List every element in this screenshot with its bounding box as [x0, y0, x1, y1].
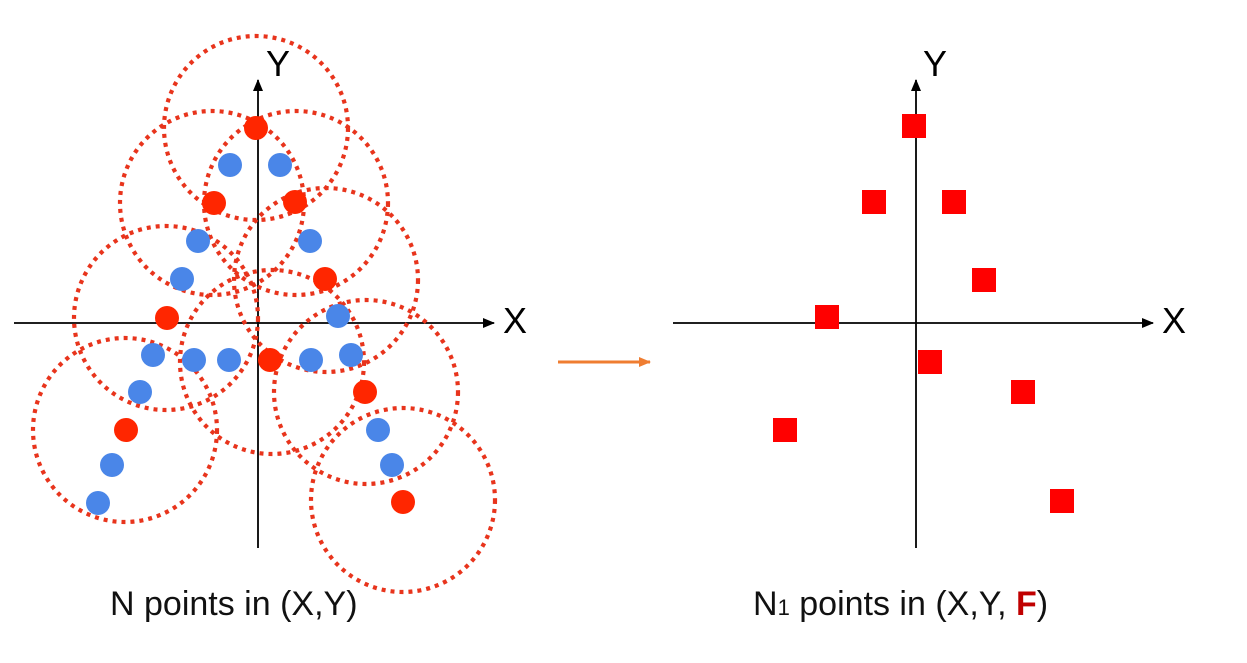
red-point-4: [202, 191, 226, 215]
right-caption: N1 points in (X,Y, F): [753, 585, 1048, 623]
sampled-square-3: [942, 190, 966, 214]
red-point-1: [244, 116, 268, 140]
sampled-square-1: [902, 114, 926, 138]
left-y-axis-label: Y: [266, 43, 290, 84]
neighborhood-circle-7: [271, 297, 461, 487]
blue-point-14: [217, 348, 241, 372]
red-point-25: [391, 490, 415, 514]
blue-point-17: [339, 343, 363, 367]
blue-point-3: [268, 153, 292, 177]
left-x-axis-label: X: [503, 300, 527, 341]
neighborhood-circle-4: [231, 185, 421, 375]
neighborhood-circle-6: [177, 267, 367, 457]
red-point-5: [283, 190, 307, 214]
sampled-square-8: [773, 418, 797, 442]
right-caption-suffix: ): [1037, 585, 1048, 623]
red-point-15: [258, 348, 282, 372]
sampled-square-7: [1011, 380, 1035, 404]
sampled-square-5: [815, 305, 839, 329]
blue-point-16: [299, 348, 323, 372]
blue-point-18: [128, 380, 152, 404]
blue-point-13: [182, 348, 206, 372]
left-panel: X Y N points in (X,Y): [14, 33, 527, 623]
blue-point-24: [86, 491, 110, 515]
blue-point-7: [298, 229, 322, 253]
sampled-points: [773, 114, 1074, 513]
left-caption: N points in (X,Y): [110, 585, 358, 623]
blue-point-6: [186, 229, 210, 253]
sampled-square-4: [972, 268, 996, 292]
blue-point-22: [100, 453, 124, 477]
neighborhood-circle-9: [308, 405, 498, 595]
right-panel: X Y N1 points in (X,Y, F): [673, 43, 1186, 623]
input-points: [86, 116, 415, 515]
sampled-square-2: [862, 190, 886, 214]
sampled-square-6: [918, 350, 942, 374]
neighborhood-circles: [30, 33, 498, 595]
right-caption-accent: F: [1016, 585, 1037, 623]
blue-point-23: [380, 453, 404, 477]
right-x-axis-label: X: [1162, 300, 1186, 341]
neighborhood-circle-5: [71, 223, 261, 413]
right-caption-subscript: 1: [778, 595, 790, 620]
blue-point-12: [141, 343, 165, 367]
blue-point-21: [366, 418, 390, 442]
right-y-axis-label: Y: [923, 43, 947, 84]
right-caption-prefix: N: [753, 585, 778, 623]
sampled-square-9: [1050, 489, 1074, 513]
red-point-11: [155, 306, 179, 330]
right-caption-middle: points in (X,Y,: [790, 585, 1016, 623]
blue-point-10: [326, 304, 350, 328]
red-point-20: [114, 418, 138, 442]
blue-point-2: [218, 153, 242, 177]
neighborhood-circle-8: [30, 335, 220, 525]
blue-point-8: [170, 267, 194, 291]
red-point-19: [353, 380, 377, 404]
red-point-9: [313, 267, 337, 291]
